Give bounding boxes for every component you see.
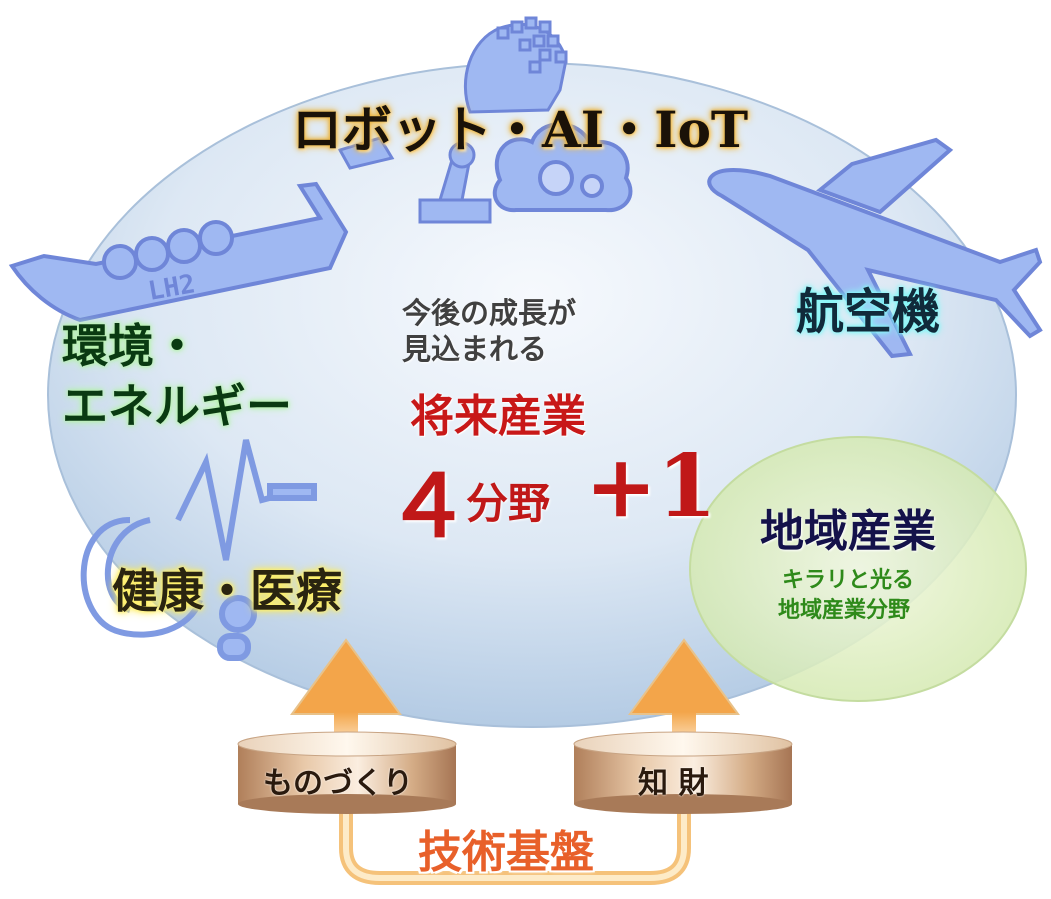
field-count-number: ４: [385, 456, 471, 557]
domain-robot-ai-iot: ロボット・AI・IoT: [292, 100, 749, 159]
stethoscope-icon: [80, 439, 317, 661]
pillar-monozukuri: [237, 731, 457, 814]
prospect-line2: 見込まれる: [402, 332, 548, 366]
domain-health: 健康・医療: [112, 564, 342, 618]
field-count-unit: 分野: [466, 479, 551, 528]
prospect-line1: 今後の成長が: [402, 296, 577, 330]
regional-sub-line1: キラリと光る: [782, 568, 915, 593]
regional-industry-title: 地域産業: [760, 506, 936, 557]
future-industry-title: 将来産業: [410, 391, 586, 442]
field-count-plus: +1: [585, 436, 717, 537]
domain-aircraft: 航空機: [796, 284, 941, 340]
ip-label: 知 財: [638, 766, 709, 801]
lh2-ship-icon: LH2: [8, 181, 349, 323]
domain-energy-line2: エネルギー: [62, 379, 292, 433]
robot-head-icon: [463, 16, 568, 114]
domain-energy-line1: 環境・: [62, 319, 200, 373]
airplane-icon: [707, 137, 1043, 359]
cloud-gears-icon: [492, 122, 633, 213]
regional-circle: [689, 436, 1027, 702]
monozukuri-label: ものづくり: [263, 766, 413, 801]
robot-arm-icon: [337, 136, 492, 224]
tech-base-label: 技術基盤: [418, 827, 594, 878]
pillar-chizai: [573, 731, 793, 814]
regional-sub-line2: 地域産業分野: [778, 598, 911, 623]
